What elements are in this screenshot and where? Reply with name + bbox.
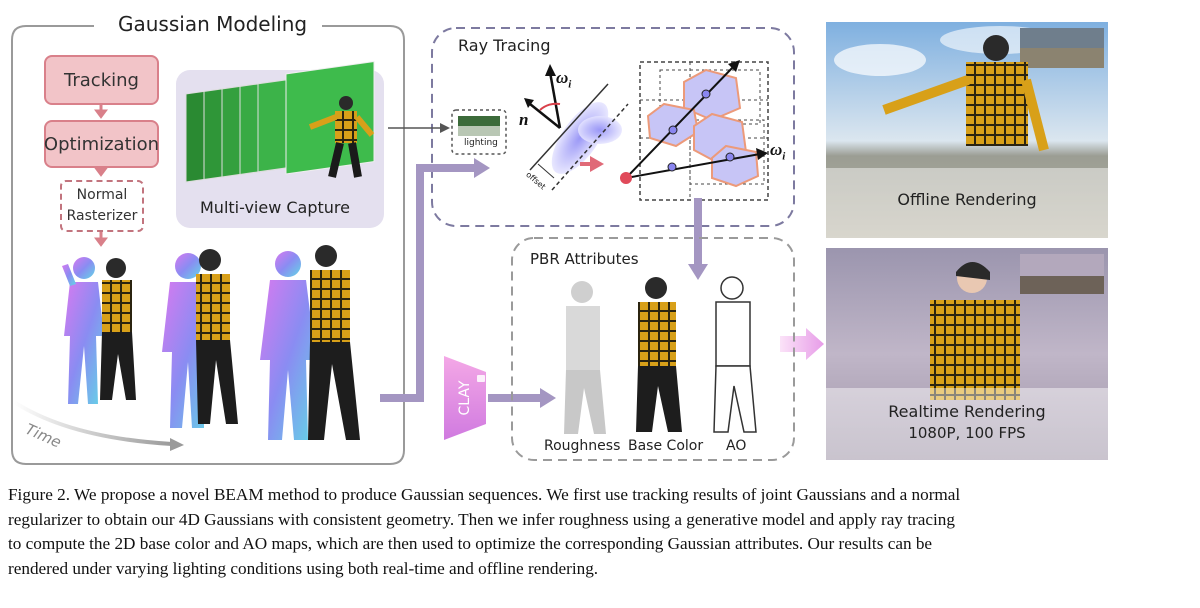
pbr-panel (511, 237, 795, 461)
ray-tracing-panel (431, 27, 795, 227)
realtime-rendering-label: Realtime Rendering (888, 402, 1046, 421)
omega-large-sub: i (782, 150, 786, 163)
pbr-label-base-color: Base Color (628, 438, 704, 454)
omega-large-glyph: ω (770, 140, 783, 159)
caption-line-2: regularizer to obtain our 4D Gaussians w… (8, 509, 955, 529)
normal-symbol: n (519, 110, 529, 129)
omega-small-glyph: ω (556, 68, 569, 87)
omega-symbol-small: ωi (556, 68, 571, 90)
normal-rasterizer-line2: Rasterizer (66, 208, 138, 224)
offline-rendering-image (826, 22, 1108, 238)
tracking-box: Tracking (44, 55, 159, 105)
capture-person (308, 96, 375, 178)
normal-rasterizer-box: Normal Rasterizer (60, 180, 144, 232)
normal-map-figures (62, 251, 316, 440)
ao-figure (713, 276, 757, 433)
gaussian-modeling-panel (11, 25, 405, 465)
capture-frames (185, 61, 375, 183)
caption-line-1: Figure 2. We propose a novel BEAM method… (8, 485, 961, 504)
clay-block (444, 356, 486, 440)
optimization-box: Optimization (44, 120, 159, 168)
multi-view-capture-panel (176, 61, 384, 228)
roughness-figure (564, 281, 606, 434)
pbr-title: PBR Attributes (530, 250, 639, 268)
clay-label: CLAY (457, 380, 473, 416)
gaussian-modeling-title: Gaussian Modeling (118, 12, 308, 36)
time-arrow (12, 400, 184, 451)
pbr-figures (564, 276, 757, 434)
lighting-label: lighting (464, 138, 498, 148)
omega-small-sub: i (568, 78, 572, 91)
realtime-rendering-spec: 1080P, 100 FPS (908, 424, 1026, 442)
multi-view-capture-label: Multi-view Capture (200, 198, 350, 217)
caption-line-3: to compute the 2D base color and AO maps… (8, 534, 933, 553)
caption-line-4: rendered under varying lighting conditio… (8, 558, 599, 578)
realtime-rendering-image (826, 248, 1108, 460)
realtime-person (930, 262, 1020, 400)
normal-rasterizer-line1: Normal (76, 187, 128, 203)
figure-caption: Figure 2. We propose a novel BEAM method… (8, 483, 1188, 581)
pbr-label-ao: AO (726, 438, 747, 454)
ray-tracing-title: Ray Tracing (458, 36, 551, 55)
offline-rendering-label: Offline Rendering (897, 190, 1037, 209)
flow-arrows (380, 123, 824, 408)
textured-figures (100, 245, 360, 440)
ray-tracing-grid (620, 60, 769, 201)
ray-tracing-gaussian-sketch (524, 64, 629, 191)
offline-person (882, 35, 1049, 152)
base-color-figure (636, 277, 682, 432)
omega-symbol-large: ωi (770, 140, 785, 162)
pbr-label-roughness: Roughness (544, 438, 621, 454)
